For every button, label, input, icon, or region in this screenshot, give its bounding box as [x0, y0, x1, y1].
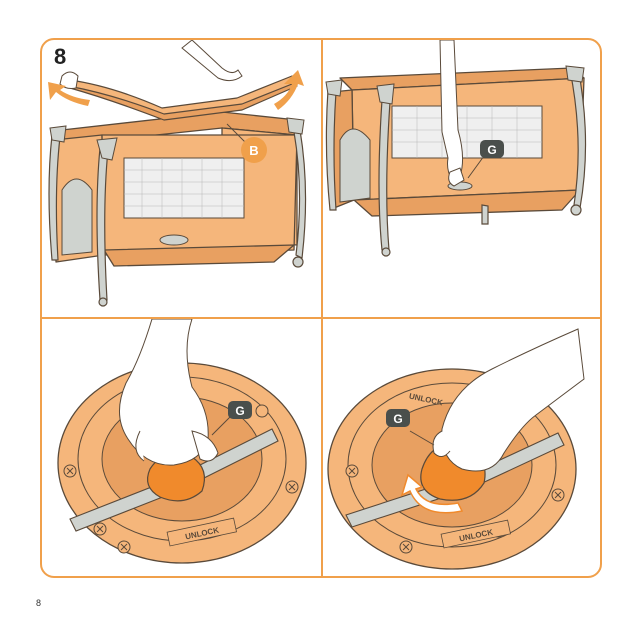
rotate-arrow-icon: [400, 473, 464, 514]
panel-turn-knob: UNLOCK UNLOCK G: [322, 319, 600, 576]
label-g-badge-2: [228, 401, 252, 419]
panel-grip-knob: UNLOCK G: [42, 319, 319, 576]
label-g-badge-1: [480, 140, 504, 158]
playpen-illustration-1: B: [48, 40, 307, 307]
page-number: 8: [36, 598, 42, 608]
label-g-badge-3: [386, 409, 410, 427]
playpen-illustration-2: G: [325, 40, 587, 257]
panel-divider-horizontal: [42, 317, 600, 319]
label-g-text-1: G: [487, 143, 496, 157]
label-b-text: B: [249, 143, 258, 158]
step-number: 8: [54, 44, 67, 69]
panel-remove-mattress: B: [42, 40, 319, 315]
hub-closeup-1: UNLOCK G: [57, 319, 307, 564]
panel-divider-vertical: [321, 40, 323, 576]
label-g-text-3: G: [393, 412, 402, 426]
label-b-badge: [241, 137, 267, 163]
hub-closeup-2: UNLOCK UNLOCK G: [327, 328, 585, 570]
panel-reach-center: G: [322, 40, 600, 315]
label-g-text-2: G: [235, 404, 244, 418]
